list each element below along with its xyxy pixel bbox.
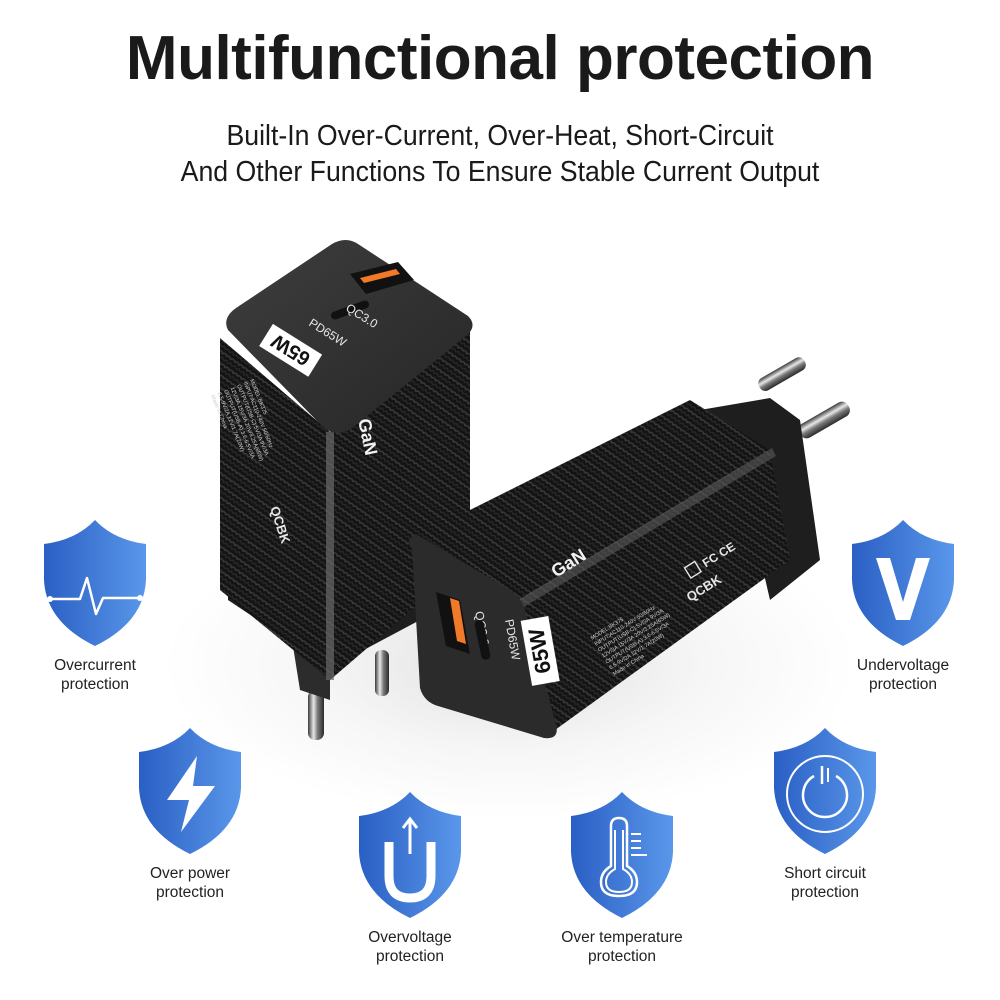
- feature-label: Over temperature protection: [561, 929, 683, 965]
- feature-overpower: Over power protection: [110, 726, 270, 902]
- feature-label: Over power protection: [149, 865, 231, 901]
- feature-overtemp: Over temperature protection: [542, 790, 702, 966]
- thermometer-icon: [571, 792, 673, 918]
- power-button-icon: [774, 728, 876, 854]
- u-arrow-up-icon: [359, 792, 461, 918]
- feature-undervoltage: Undervoltage protection: [823, 518, 983, 694]
- feature-label: Overcurrent protection: [54, 657, 136, 693]
- lightning-bolt-icon: [139, 728, 241, 854]
- subtitle-line-1: Built-In Over-Current, Over-Heat, Short-…: [226, 120, 774, 152]
- subtitle-line-2: And Other Functions To Ensure Stable Cur…: [180, 156, 820, 188]
- letter-v-icon: [852, 520, 954, 646]
- feature-label: Undervoltage protection: [856, 657, 950, 693]
- feature-overcurrent: Overcurrent protection: [15, 518, 175, 694]
- charger-lying: QC3.0 PD65W 65W GaN MODEL:BK375 INPUT:AC…: [408, 357, 850, 739]
- feature-overvoltage: Overvoltage protection: [330, 790, 490, 966]
- heartbeat-icon: [44, 520, 146, 646]
- feature-label: Short circuit protection: [784, 865, 866, 901]
- feature-label: Overvoltage protection: [368, 929, 452, 965]
- charger-upright: QC3.0 PD65W 65W GaN MODEL:BK375 INPUT:AC…: [209, 240, 473, 740]
- feature-shortcircuit: Short circuit protection: [745, 726, 905, 902]
- page-title: Multifunctional protection: [125, 24, 875, 93]
